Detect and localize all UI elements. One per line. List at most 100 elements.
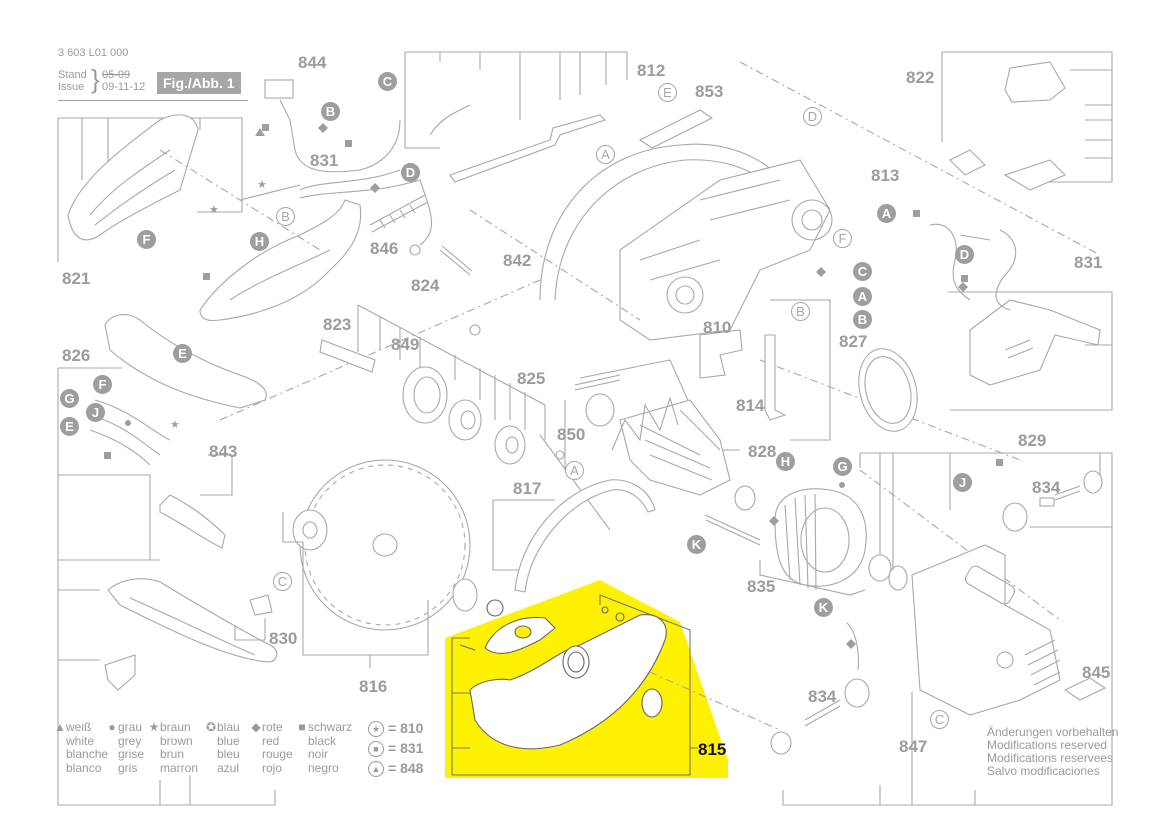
diamond-icon: ◆ <box>251 720 261 734</box>
bracket-822 <box>941 51 1113 183</box>
part-label: 810 <box>703 318 732 337</box>
bracket-817 <box>492 499 555 571</box>
part-pcb-822 <box>949 149 1066 191</box>
part-lever-843 <box>159 494 226 549</box>
part-guard-arm-817 <box>514 479 656 593</box>
part-long-screw <box>704 514 761 546</box>
part-label: 814 <box>736 396 765 415</box>
connector-callout: F <box>137 230 156 249</box>
connector-callout: C <box>853 262 872 281</box>
legend-column-grey: ●grau grey grise gris <box>106 720 144 775</box>
bracket-816 <box>282 512 429 668</box>
part-bearing-850 <box>585 393 615 427</box>
part-label: 850 <box>557 425 586 444</box>
circled-star-icon: ★ <box>368 721 384 738</box>
connector-callout: D <box>803 107 822 126</box>
svg-text:★: ★ <box>209 204 219 216</box>
svg-text:★: ★ <box>257 179 267 191</box>
connector-callout: J <box>86 403 105 422</box>
figure-badge: Fig./Abb. 1 <box>157 72 241 94</box>
part-strap <box>764 334 787 421</box>
part-label: 843 <box>209 442 238 461</box>
document-code: 3 603 L01 000 <box>58 47 129 59</box>
connector-callout: G <box>833 457 852 476</box>
part-bracket-814 <box>699 329 743 379</box>
bracket-827 <box>770 299 831 441</box>
part-label: 853 <box>695 82 724 101</box>
part-brush-holder-upper <box>1002 502 1028 532</box>
connector-callout: C <box>378 72 397 91</box>
part-wire-harness <box>239 99 433 246</box>
part-bearing <box>448 399 482 441</box>
connector-callout: J <box>953 473 972 492</box>
part-motor-ring <box>858 348 918 432</box>
part-label: 831 <box>1074 253 1103 272</box>
part-trigger-handle <box>969 299 1101 386</box>
connector-callout: F <box>833 229 852 248</box>
part-saw-blade-816 <box>299 459 471 631</box>
stand-issue-dates: 05-09 09-11-12 <box>102 69 145 93</box>
part-label: 834 <box>808 687 837 706</box>
connector-callout: C <box>930 710 949 729</box>
connector-callout: A <box>877 204 896 223</box>
bracket-826 <box>57 367 276 806</box>
part-label: 834 <box>1032 478 1061 497</box>
part-label: 847 <box>899 737 928 756</box>
part-field-coil <box>774 488 867 587</box>
header-divider <box>58 100 248 101</box>
part-handle-housing <box>67 114 199 241</box>
part-label: 845 <box>1082 663 1111 682</box>
connector-callout: A <box>596 145 615 164</box>
connector-callout: F <box>93 375 112 394</box>
part-label: 830 <box>269 629 298 648</box>
part-label: 817 <box>513 479 542 498</box>
part-spring-846 <box>369 194 429 233</box>
legend-column-white: ▲weiß white blanche blanco <box>54 720 109 775</box>
part-label: 849 <box>391 335 420 354</box>
connector-callout: B <box>853 310 872 329</box>
part-label: 827 <box>839 332 868 351</box>
svg-text:★: ★ <box>170 419 180 431</box>
part-label: 813 <box>871 166 900 185</box>
star-icon: ★ <box>148 720 160 734</box>
circled-star-icon: ✪ <box>205 720 217 734</box>
part-fan <box>611 396 679 451</box>
part-armature <box>619 399 731 496</box>
part-label: 825 <box>517 369 546 388</box>
bracket-830 <box>234 618 266 641</box>
connector-callout: H <box>776 452 795 471</box>
bracket-847 <box>782 692 975 806</box>
connector-callout: A <box>565 461 584 480</box>
part-label: 828 <box>748 442 777 461</box>
legend-column-blue: ✪blau blue bleu azul <box>205 720 240 775</box>
part-label: 829 <box>1018 431 1047 450</box>
part-switch-cover-822 <box>1004 61 1066 103</box>
connector-callout: B <box>276 207 295 226</box>
kit-810: ★= 810 <box>368 720 423 738</box>
part-switch-844 <box>264 79 294 99</box>
connector-callout: H <box>250 232 269 251</box>
part-label: 842 <box>503 251 532 270</box>
part-lever-812 <box>449 114 607 183</box>
part-label: 821 <box>62 269 91 288</box>
bracket-823 <box>357 304 546 440</box>
part-flange-inner <box>452 578 478 612</box>
bracket-812 <box>404 51 628 149</box>
part-label: 846 <box>370 239 399 258</box>
part-upper-guard-842 <box>539 143 791 301</box>
stand-issue-labels: Stand Issue <box>58 69 87 93</box>
part-label: 835 <box>747 577 776 596</box>
part-label: 824 <box>411 276 440 295</box>
part-label: 844 <box>298 53 327 72</box>
part-brush-holder-lower <box>844 678 870 708</box>
connector-callout: D <box>955 245 974 264</box>
part-label: 826 <box>62 346 91 365</box>
connector-callout: C <box>273 572 292 591</box>
bracket-843 <box>200 454 233 496</box>
triangle-icon: ▲ <box>54 720 66 734</box>
connector-callout: A <box>853 287 872 306</box>
stand-label: Stand <box>58 69 87 81</box>
legend-column-red: ◆rote red rouge rojo <box>251 720 293 775</box>
circled-square-icon: ■ <box>368 741 384 758</box>
